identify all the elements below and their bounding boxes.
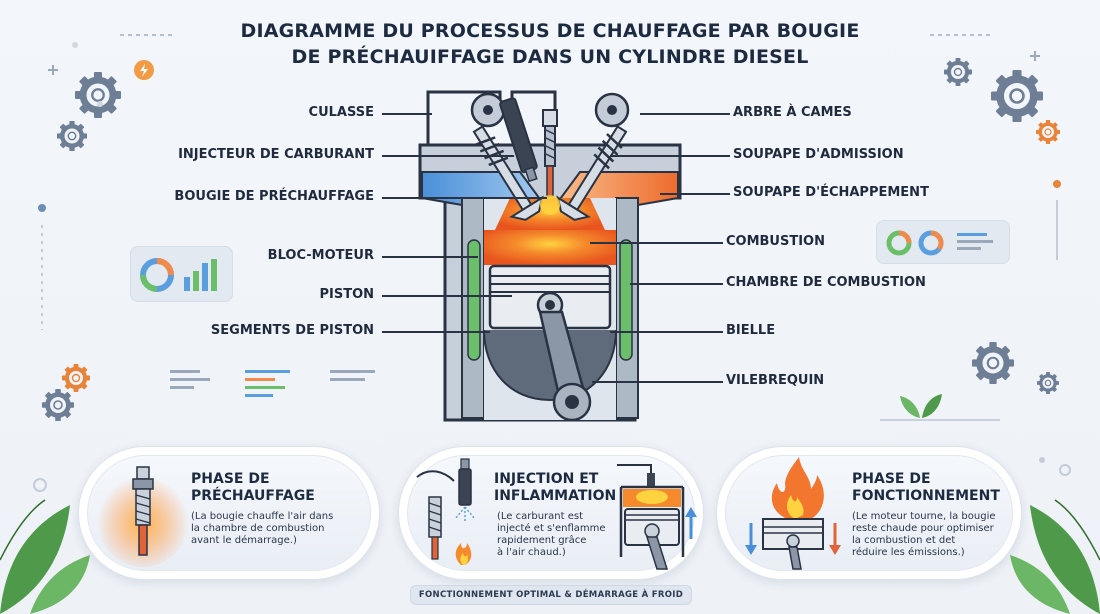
gear-icon bbox=[75, 72, 121, 118]
gear-icon bbox=[944, 58, 972, 86]
gear-icon bbox=[57, 121, 87, 151]
coolant-right bbox=[619, 239, 633, 361]
mini-chart-icon bbox=[140, 258, 217, 292]
footer-banner: FONCTIONNEMENT OPTIMAL & DÉMARRAGE À FRO… bbox=[410, 585, 692, 605]
engine-cross-section bbox=[418, 90, 682, 422]
flame-icon bbox=[771, 457, 824, 521]
gear-icon bbox=[42, 389, 74, 421]
fuel-injector bbox=[499, 97, 538, 183]
phase-title: PHASE DE FONCTIONNEMENT bbox=[852, 471, 1000, 504]
leader-line bbox=[610, 331, 723, 333]
leader-line bbox=[382, 331, 490, 333]
leaf-icon bbox=[900, 394, 942, 418]
leader-line bbox=[640, 113, 730, 115]
leader-line bbox=[630, 283, 723, 285]
label-bougie: BOUGIE DE PRÉCHAUFFAGE bbox=[174, 189, 374, 204]
coolant-left bbox=[467, 239, 481, 361]
arrow-down-icon bbox=[745, 523, 757, 555]
glow-plug-icon bbox=[97, 466, 189, 567]
phase-card-fonctionnement: PHASE DE FONCTIONNEMENT (Le moteur tourn… bbox=[716, 446, 1022, 580]
phase-title: INJECTION ET INFLAMMATION bbox=[494, 471, 617, 504]
piston-combustion-icon bbox=[617, 464, 697, 570]
arrow-up-icon bbox=[685, 507, 697, 539]
plus-icon bbox=[48, 51, 1040, 75]
label-soupape-admission: SOUPAPE D'ADMISSION bbox=[733, 147, 904, 162]
title-line-2: DE PRÉCHAUIFFAGE DANS UN CYLINDRE DIESEL bbox=[291, 46, 809, 68]
leader-line bbox=[660, 193, 730, 195]
phase-description: (La bougie chauffe l'air dans la chambre… bbox=[191, 511, 334, 546]
chart-widget bbox=[130, 246, 233, 302]
arrow-down-icon bbox=[829, 523, 841, 555]
gear-icon bbox=[1034, 118, 1062, 146]
phase-card-prechauffage: PHASE DE PRÉCHAUFFAGE (La bougie chauffe… bbox=[78, 446, 380, 580]
leader-line bbox=[382, 113, 432, 115]
label-soupape-echappement: SOUPAPE D'ÉCHAPPEMENT bbox=[733, 185, 929, 200]
leader-line bbox=[382, 197, 547, 199]
phase-title: PHASE DE PRÉCHAUFFAGE bbox=[191, 471, 315, 504]
intake-valve bbox=[472, 125, 544, 221]
label-segments: SEGMENTS DE PISTON bbox=[210, 323, 374, 338]
label-chambre-combustion: CHAMBRE DE COMBUSTION bbox=[726, 275, 926, 290]
leaf-icon bbox=[0, 499, 90, 614]
status-widget bbox=[876, 220, 1010, 264]
running-engine-icon bbox=[745, 457, 841, 570]
label-culasse: CULASSE bbox=[308, 105, 374, 120]
leader-line bbox=[382, 155, 514, 157]
exhaust-valve bbox=[556, 125, 628, 221]
label-piston: PISTON bbox=[319, 287, 374, 302]
phase-description: (Le moteur tourne, la bougie reste chaud… bbox=[852, 511, 996, 558]
phase-description: (Le carburant est injecté et s'enflamme … bbox=[497, 511, 606, 558]
leader-line bbox=[592, 381, 723, 383]
text-lines-decoration bbox=[170, 370, 375, 397]
leaf-icon bbox=[1010, 499, 1100, 614]
label-bloc-moteur: BLOC-MOTEUR bbox=[267, 248, 374, 263]
gear-icon bbox=[972, 342, 1014, 384]
combustion-zone bbox=[484, 230, 616, 265]
leader-line bbox=[590, 242, 723, 244]
gear-icon bbox=[1035, 370, 1061, 396]
injector-icon bbox=[416, 458, 476, 565]
leader-line bbox=[382, 256, 478, 258]
lightning-icon bbox=[134, 60, 154, 80]
leader-line bbox=[382, 295, 512, 297]
label-vilebrequin: VILEBREQUIN bbox=[726, 373, 825, 388]
glow-plug bbox=[540, 109, 560, 215]
label-injecteur: INJECTEUR DE CARBURANT bbox=[178, 147, 374, 162]
label-combustion: COMBUSTION bbox=[726, 234, 825, 249]
gear-icon bbox=[62, 364, 90, 392]
mini-donut-icon bbox=[886, 230, 993, 256]
phase-card-injection: INJECTION ET INFLAMMATION (Le carburant … bbox=[398, 446, 704, 580]
label-bielle: BIELLE bbox=[726, 323, 776, 338]
title-line-1: DIAGRAMME DU PROCESSUS DE CHAUFFAGE PAR … bbox=[240, 20, 860, 42]
diagram-title: DIAGRAMME DU PROCESSUS DE CHAUFFAGE PAR … bbox=[0, 18, 1100, 70]
label-arbre-a-cames: ARBRE À CAMES bbox=[733, 105, 852, 120]
gear-icon bbox=[991, 70, 1043, 122]
leader-line bbox=[610, 155, 730, 157]
